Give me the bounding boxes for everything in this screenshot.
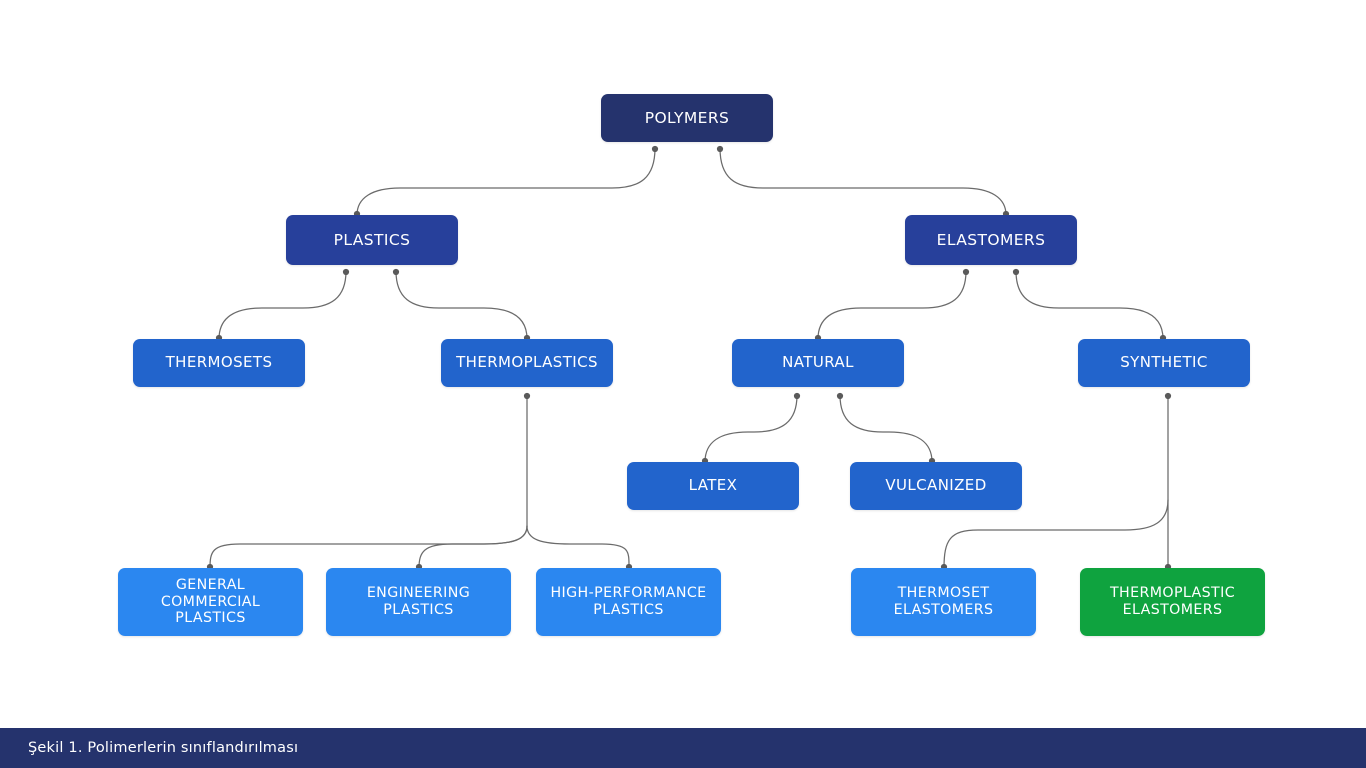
node-thermosets[interactable]: THERMOSETS [133, 339, 305, 387]
edge-thermoplastics-general [209, 525, 528, 569]
node-elastomers[interactable]: ELASTOMERS [905, 215, 1077, 265]
edge-natural-latex [704, 394, 798, 463]
edge-polymers-elastomers [719, 147, 1007, 216]
edge-thermoplastics-engineering [418, 525, 528, 569]
edge-thermoplastics-highperf [526, 525, 630, 569]
edge-plastics-thermoplastics [395, 270, 528, 340]
figure-caption-text: Şekil 1. Polimerlerin sınıflandırılması [28, 740, 299, 756]
node-polymers[interactable]: POLYMERS [601, 94, 773, 142]
node-engineering-plastics[interactable]: ENGINEERING PLASTICS [326, 568, 511, 636]
node-thermoset-elastomers[interactable]: THERMOSET ELASTOMERS [851, 568, 1036, 636]
node-thermoplastics[interactable]: THERMOPLASTICS [441, 339, 613, 387]
edge-polymers-plastics [356, 147, 656, 216]
edge-elastomers-natural [817, 270, 967, 340]
figure-caption-bar: Şekil 1. Polimerlerin sınıflandırılması [0, 728, 1366, 768]
node-vulcanized[interactable]: VULCANIZED [850, 462, 1022, 510]
node-thermoplastic-elastomers[interactable]: THERMOPLASTIC ELASTOMERS [1080, 568, 1265, 636]
node-latex[interactable]: LATEX [627, 462, 799, 510]
node-natural[interactable]: NATURAL [732, 339, 904, 387]
edge-elastomers-synthetic [1015, 270, 1164, 340]
node-general-commercial-plastics[interactable]: GENERAL COMMERCIAL PLASTICS [118, 568, 303, 636]
edge-synthetic-tselast [943, 499, 1169, 569]
edge-plastics-thermosets [218, 270, 347, 340]
node-synthetic[interactable]: SYNTHETIC [1078, 339, 1250, 387]
node-plastics[interactable]: PLASTICS [286, 215, 458, 265]
edge-natural-vulcanized [839, 394, 933, 463]
node-high-performance-plastics[interactable]: HIGH-PERFORMANCE PLASTICS [536, 568, 721, 636]
